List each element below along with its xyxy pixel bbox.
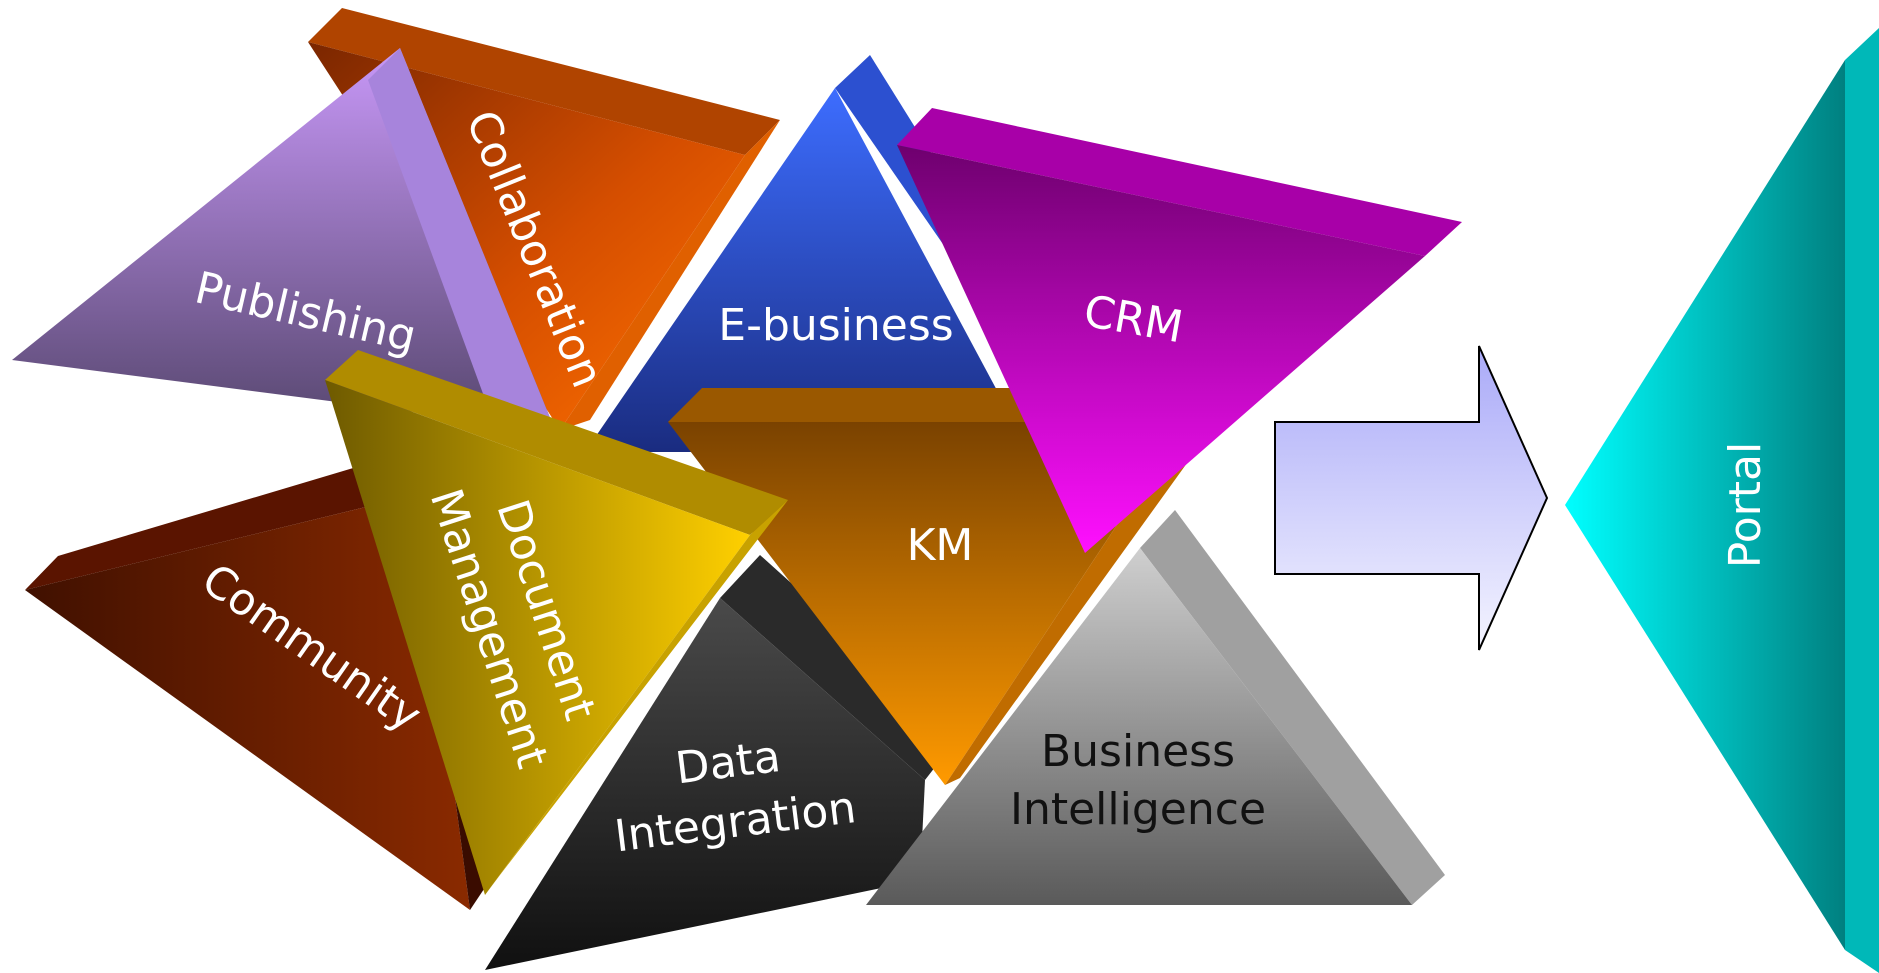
business-intelligence-label: Business Intelligence (1010, 726, 1266, 835)
crm-shape (897, 108, 1462, 553)
right-arrow-icon (1274, 345, 1549, 651)
business-intelligence-shape (866, 510, 1445, 905)
business-intelligence-label-line1: Business (1041, 726, 1235, 777)
portal-label: Portal (1720, 442, 1771, 568)
data-integration-label-line1: Data (673, 731, 783, 794)
e-business-label: E-business (718, 300, 953, 351)
publishing-shape (12, 48, 555, 440)
km-label: KM (907, 520, 974, 571)
business-intelligence-label-line2: Intelligence (1010, 784, 1266, 835)
portal-shape (1565, 28, 1879, 973)
document-management-shape (325, 350, 788, 895)
